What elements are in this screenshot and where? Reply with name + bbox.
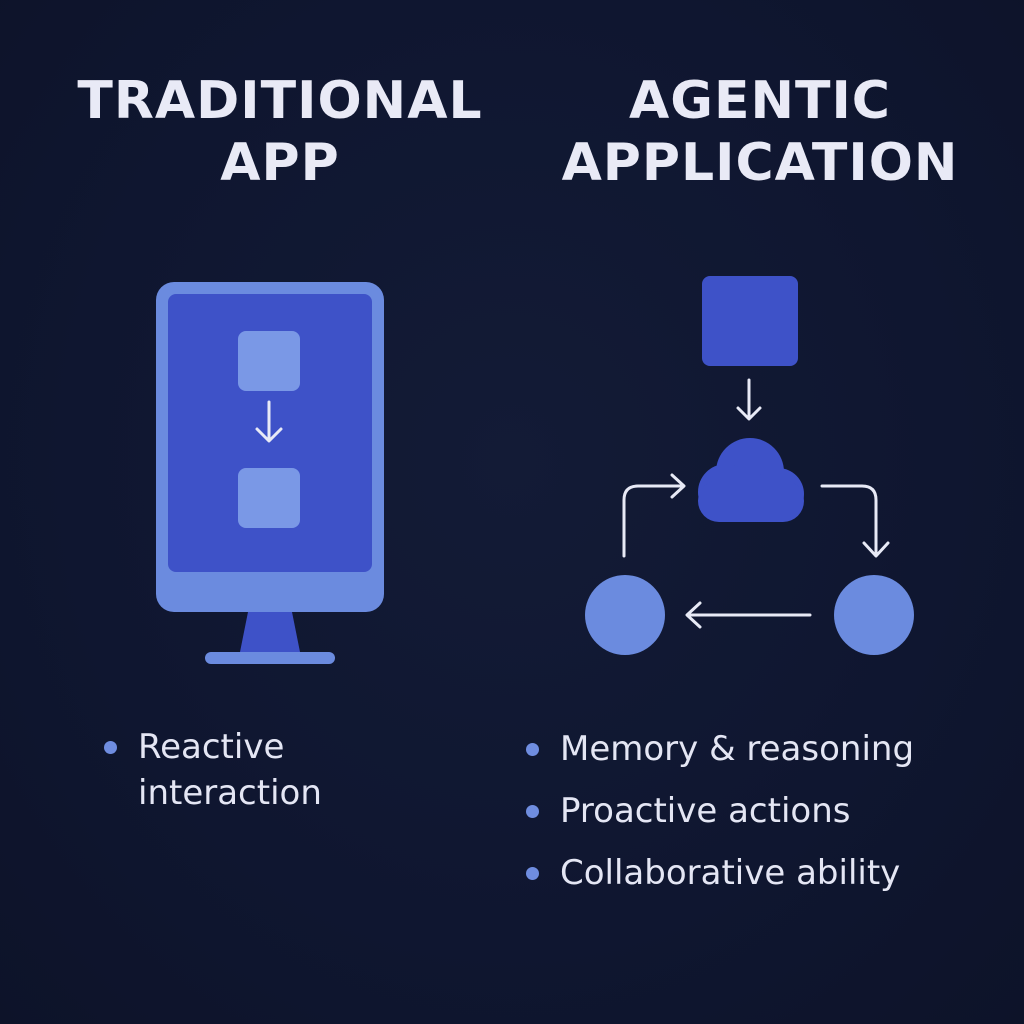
title-line: APPLICATION [561,133,959,193]
list-item-label: Reactive interaction [138,727,322,813]
arrow-down-icon [255,400,283,443]
bullet-dot-icon [526,743,539,756]
arrow-down-icon [736,378,762,421]
list-item: Proactive actions [526,780,996,842]
list-item: Memory & reasoning [526,718,996,780]
screen-block-bottom [238,468,300,528]
agentic-loop [585,276,914,655]
title-line: AGENTIC [629,71,891,131]
circle-icon [585,575,665,655]
screen-block-top [238,331,300,391]
bullet-dot-icon [526,867,539,880]
list-item: Reactive interaction [104,724,368,816]
arrow-right-to-left-icon [685,601,812,629]
list-item-label: Collaborative ability [560,853,901,893]
circle-icon [834,575,914,655]
arrow-cloud-to-right-icon [820,484,890,558]
traditional-features-list: Reactive interaction [104,724,434,816]
traditional-app-title: TRADITIONAL APP [60,70,500,194]
list-item-label: Proactive actions [560,791,851,831]
bullet-dot-icon [104,741,117,754]
agentic-features-list: Memory & reasoning Proactive actions Col… [526,718,996,904]
arrow-left-to-cloud-icon [622,473,686,558]
cloud-icon [698,438,804,522]
monitor-icon [156,282,384,664]
list-item-label: Memory & reasoning [560,729,915,769]
monitor-base [205,652,335,664]
bullet-dot-icon [526,805,539,818]
list-item: Collaborative ability [526,842,996,904]
square-icon [702,276,798,366]
monitor-stand [240,612,300,652]
title-line: TRADITIONAL [77,71,483,131]
title-line: APP [220,133,340,193]
agentic-application-title: AGENTIC APPLICATION [530,70,990,194]
